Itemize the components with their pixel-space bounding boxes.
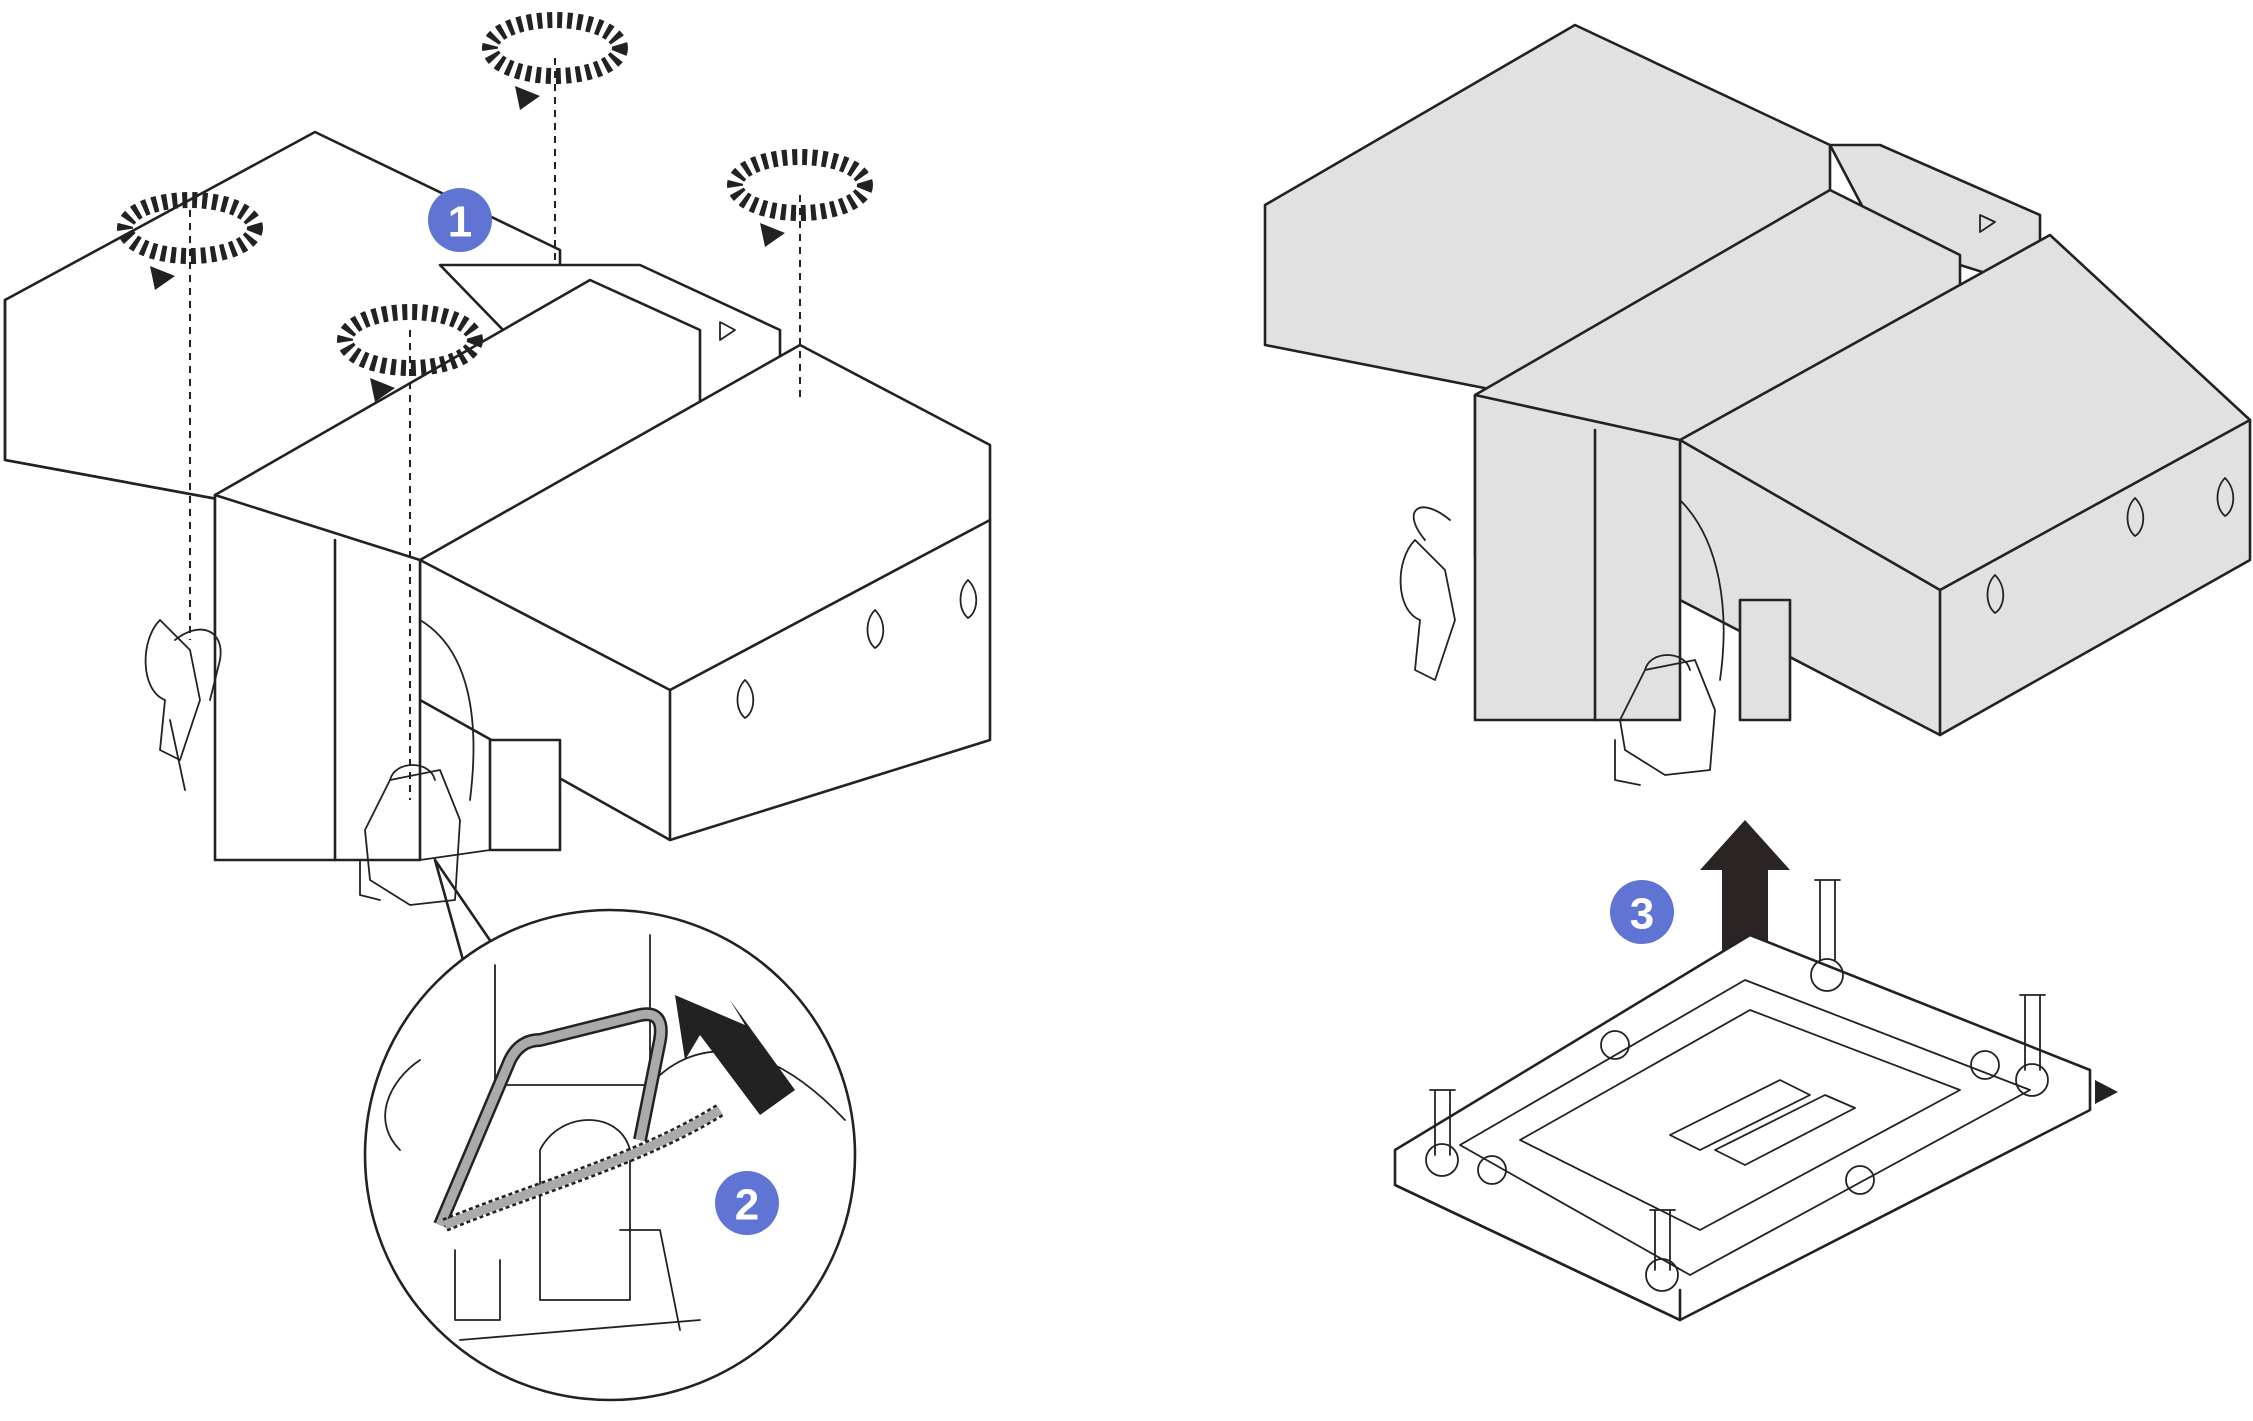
processor-socket [1393,879,2118,1322]
right-heatsink [1263,23,2252,786]
pin1-triangle-icon [719,321,736,341]
zoom-detail-circle [363,908,857,1402]
step-badge-2: 2 [715,1171,779,1235]
push-arrow-icon [675,995,795,1115]
pin1-triangle-icon [2095,1080,2118,1104]
screw-axis-lines [189,58,801,800]
left-heatsink [3,130,992,906]
rotate-screwdriver-icon [117,12,873,402]
svg-text:3: 3 [1630,890,1654,939]
step-badge-1: 1 [428,188,492,252]
pin1-triangle-icon [1979,214,1996,233]
step-badge-3: 3 [1610,880,1674,944]
svg-text:2: 2 [735,1181,759,1230]
svg-text:1: 1 [448,198,472,247]
